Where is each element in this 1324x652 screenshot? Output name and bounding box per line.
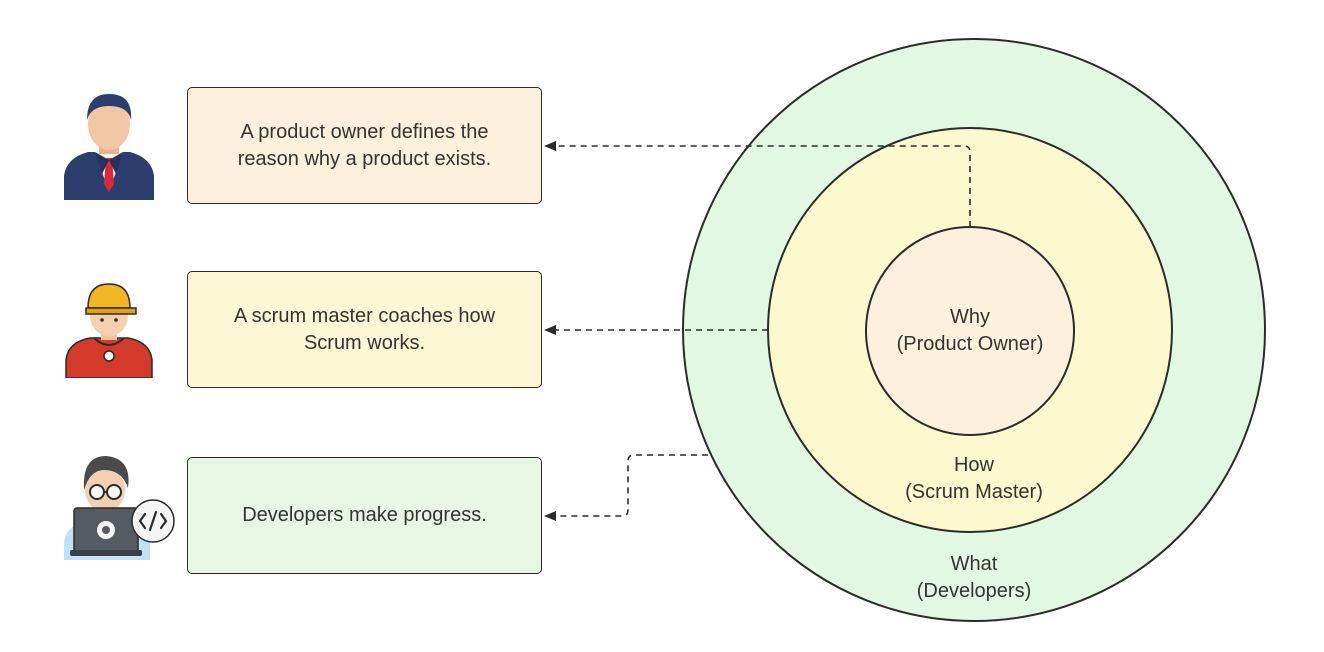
product-owner-description: A product owner defines the reason why a… (237, 120, 492, 170)
middle-circle-label-line2: (Scrum Master) (905, 481, 1043, 503)
inner-circle-label: Why (Product Owner) (870, 304, 1070, 358)
connector-what-to-developers (544, 454, 708, 521)
inner-circle-label-line1: Why (950, 306, 990, 328)
coach-with-whistle-icon (65, 283, 153, 378)
developers-description: Developers make progress. (242, 504, 487, 526)
outer-circle-label-line1: What (950, 553, 998, 575)
outer-circle-label-line2: (Developers) (916, 580, 1032, 602)
outer-circle-label: What (Developers) (874, 551, 1074, 605)
inner-circle-label-line2: (Product Owner) (896, 333, 1044, 355)
developer-with-laptop-icon (64, 456, 175, 560)
scrum-master-description: A scrum master coaches how Scrum works. (233, 304, 496, 354)
connector-why-to-product-owner (544, 141, 971, 227)
middle-circle-label: How (Scrum Master) (874, 452, 1074, 506)
scrum-master-description-box: A scrum master coaches how Scrum works. (187, 271, 542, 388)
product-owner-description-box: A product owner defines the reason why a… (187, 87, 542, 204)
developers-description-box: Developers make progress. (187, 457, 542, 574)
businessman-icon (64, 94, 154, 200)
middle-circle-label-line1: How (953, 454, 994, 476)
